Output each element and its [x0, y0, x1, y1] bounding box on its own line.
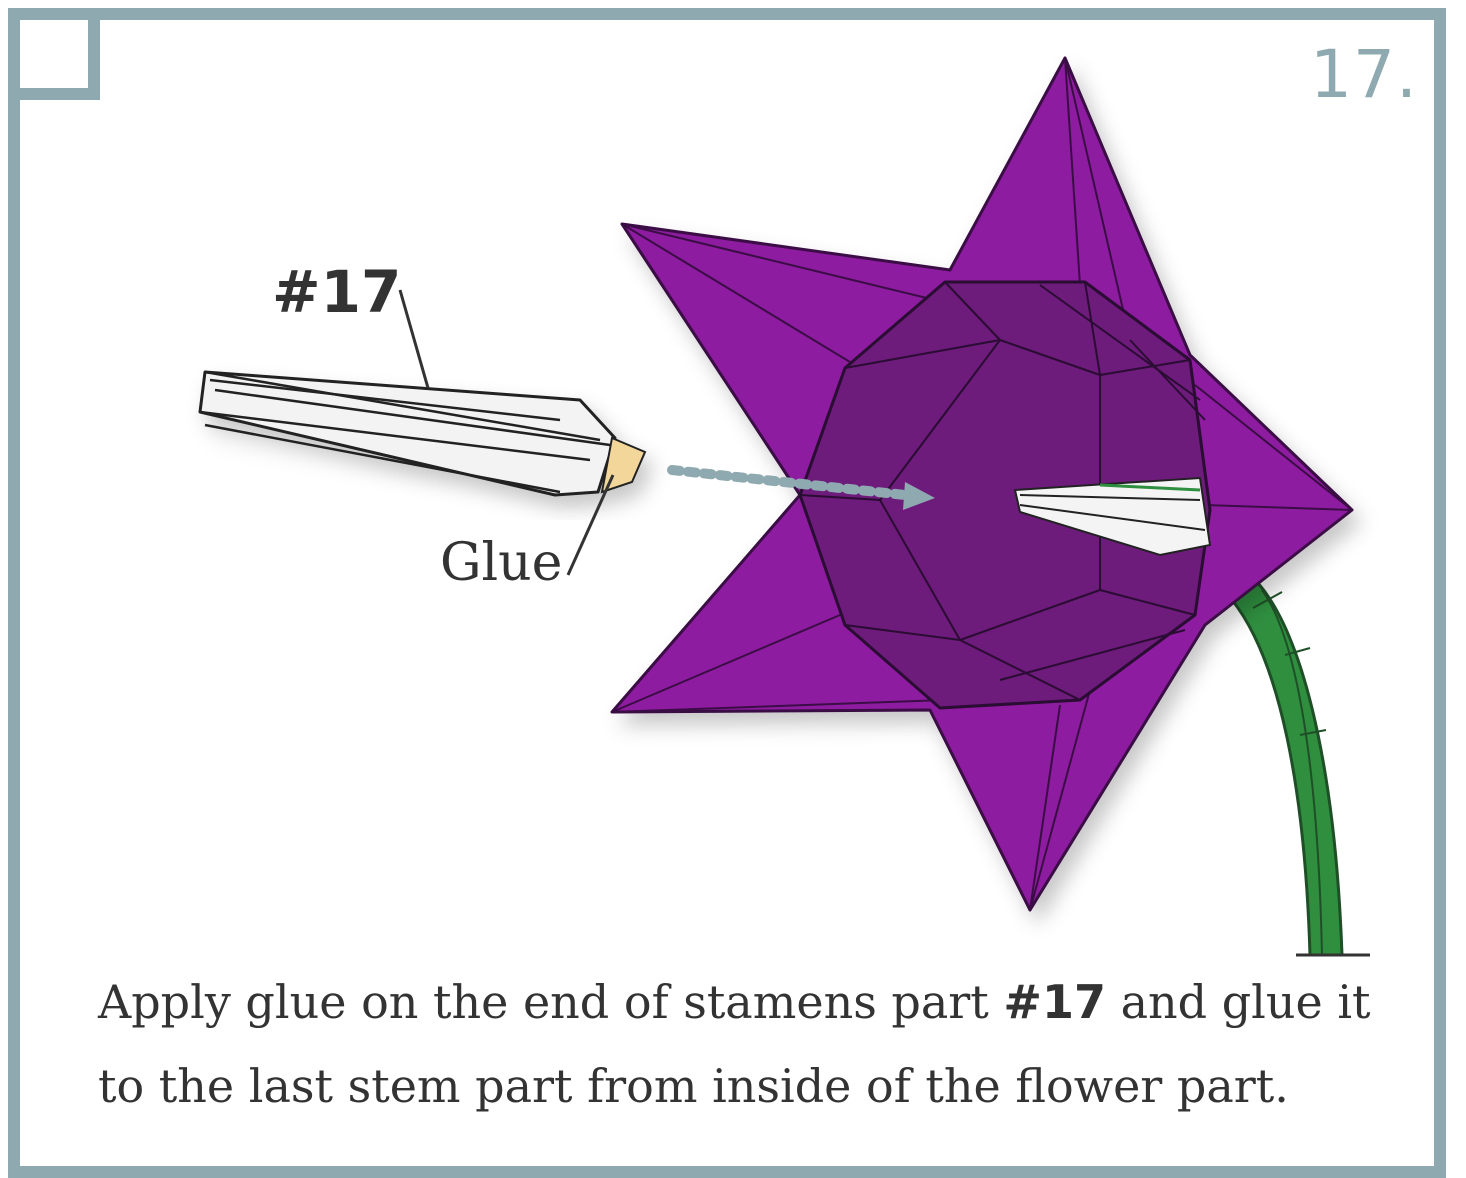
caption-text-1: Apply glue on the end of stamens part — [98, 975, 1003, 1029]
flower-stem — [1232, 575, 1370, 955]
caption-part-number: #17 — [1003, 975, 1106, 1029]
part-label: #17 — [272, 258, 401, 326]
stamens-part — [200, 372, 645, 495]
instruction-caption: Apply glue on the end of stamens part #1… — [98, 960, 1398, 1128]
flower-part — [612, 58, 1352, 910]
part-leader-line — [400, 290, 428, 388]
glue-label: Glue — [440, 533, 562, 593]
